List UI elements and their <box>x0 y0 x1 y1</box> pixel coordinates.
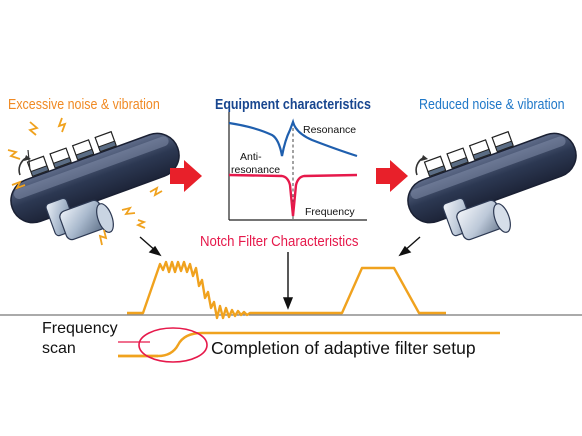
motor-icon-right <box>442 197 511 241</box>
anti-resonance-label-2: resonance <box>231 164 281 176</box>
motor-icon-left <box>45 197 114 241</box>
completion-label: Completion of adaptive filter setup <box>211 338 476 358</box>
frequency-scan-label-1: Frequency <box>42 320 118 337</box>
conveyor-icon-left <box>10 130 180 241</box>
resonance-curve <box>228 118 358 158</box>
scan-highlight-circle <box>138 327 208 363</box>
frequency-axis-label: Frequency <box>305 206 355 218</box>
frequency-scan-label-2: scan <box>42 340 76 357</box>
vibration-waveform <box>127 260 446 320</box>
pointer-arrows <box>139 236 421 310</box>
excessive-label: Excessive noise & vibration <box>8 97 160 113</box>
notch-curve <box>228 173 358 217</box>
equipment-graph <box>228 112 367 221</box>
reduced-label: Reduced noise & vibration <box>419 97 565 113</box>
scan-lines <box>118 327 500 363</box>
conveyor-icon-right <box>407 130 577 241</box>
right-arrow-icon <box>170 160 408 192</box>
equipment-label: Equipment characteristics <box>215 97 371 113</box>
resonance-label: Resonance <box>303 124 357 136</box>
anti-resonance-label-1: Anti- <box>240 151 262 163</box>
notch-filter-label: Notch Filter Characteristics <box>200 233 359 250</box>
vibration-spark-icon <box>7 117 163 246</box>
